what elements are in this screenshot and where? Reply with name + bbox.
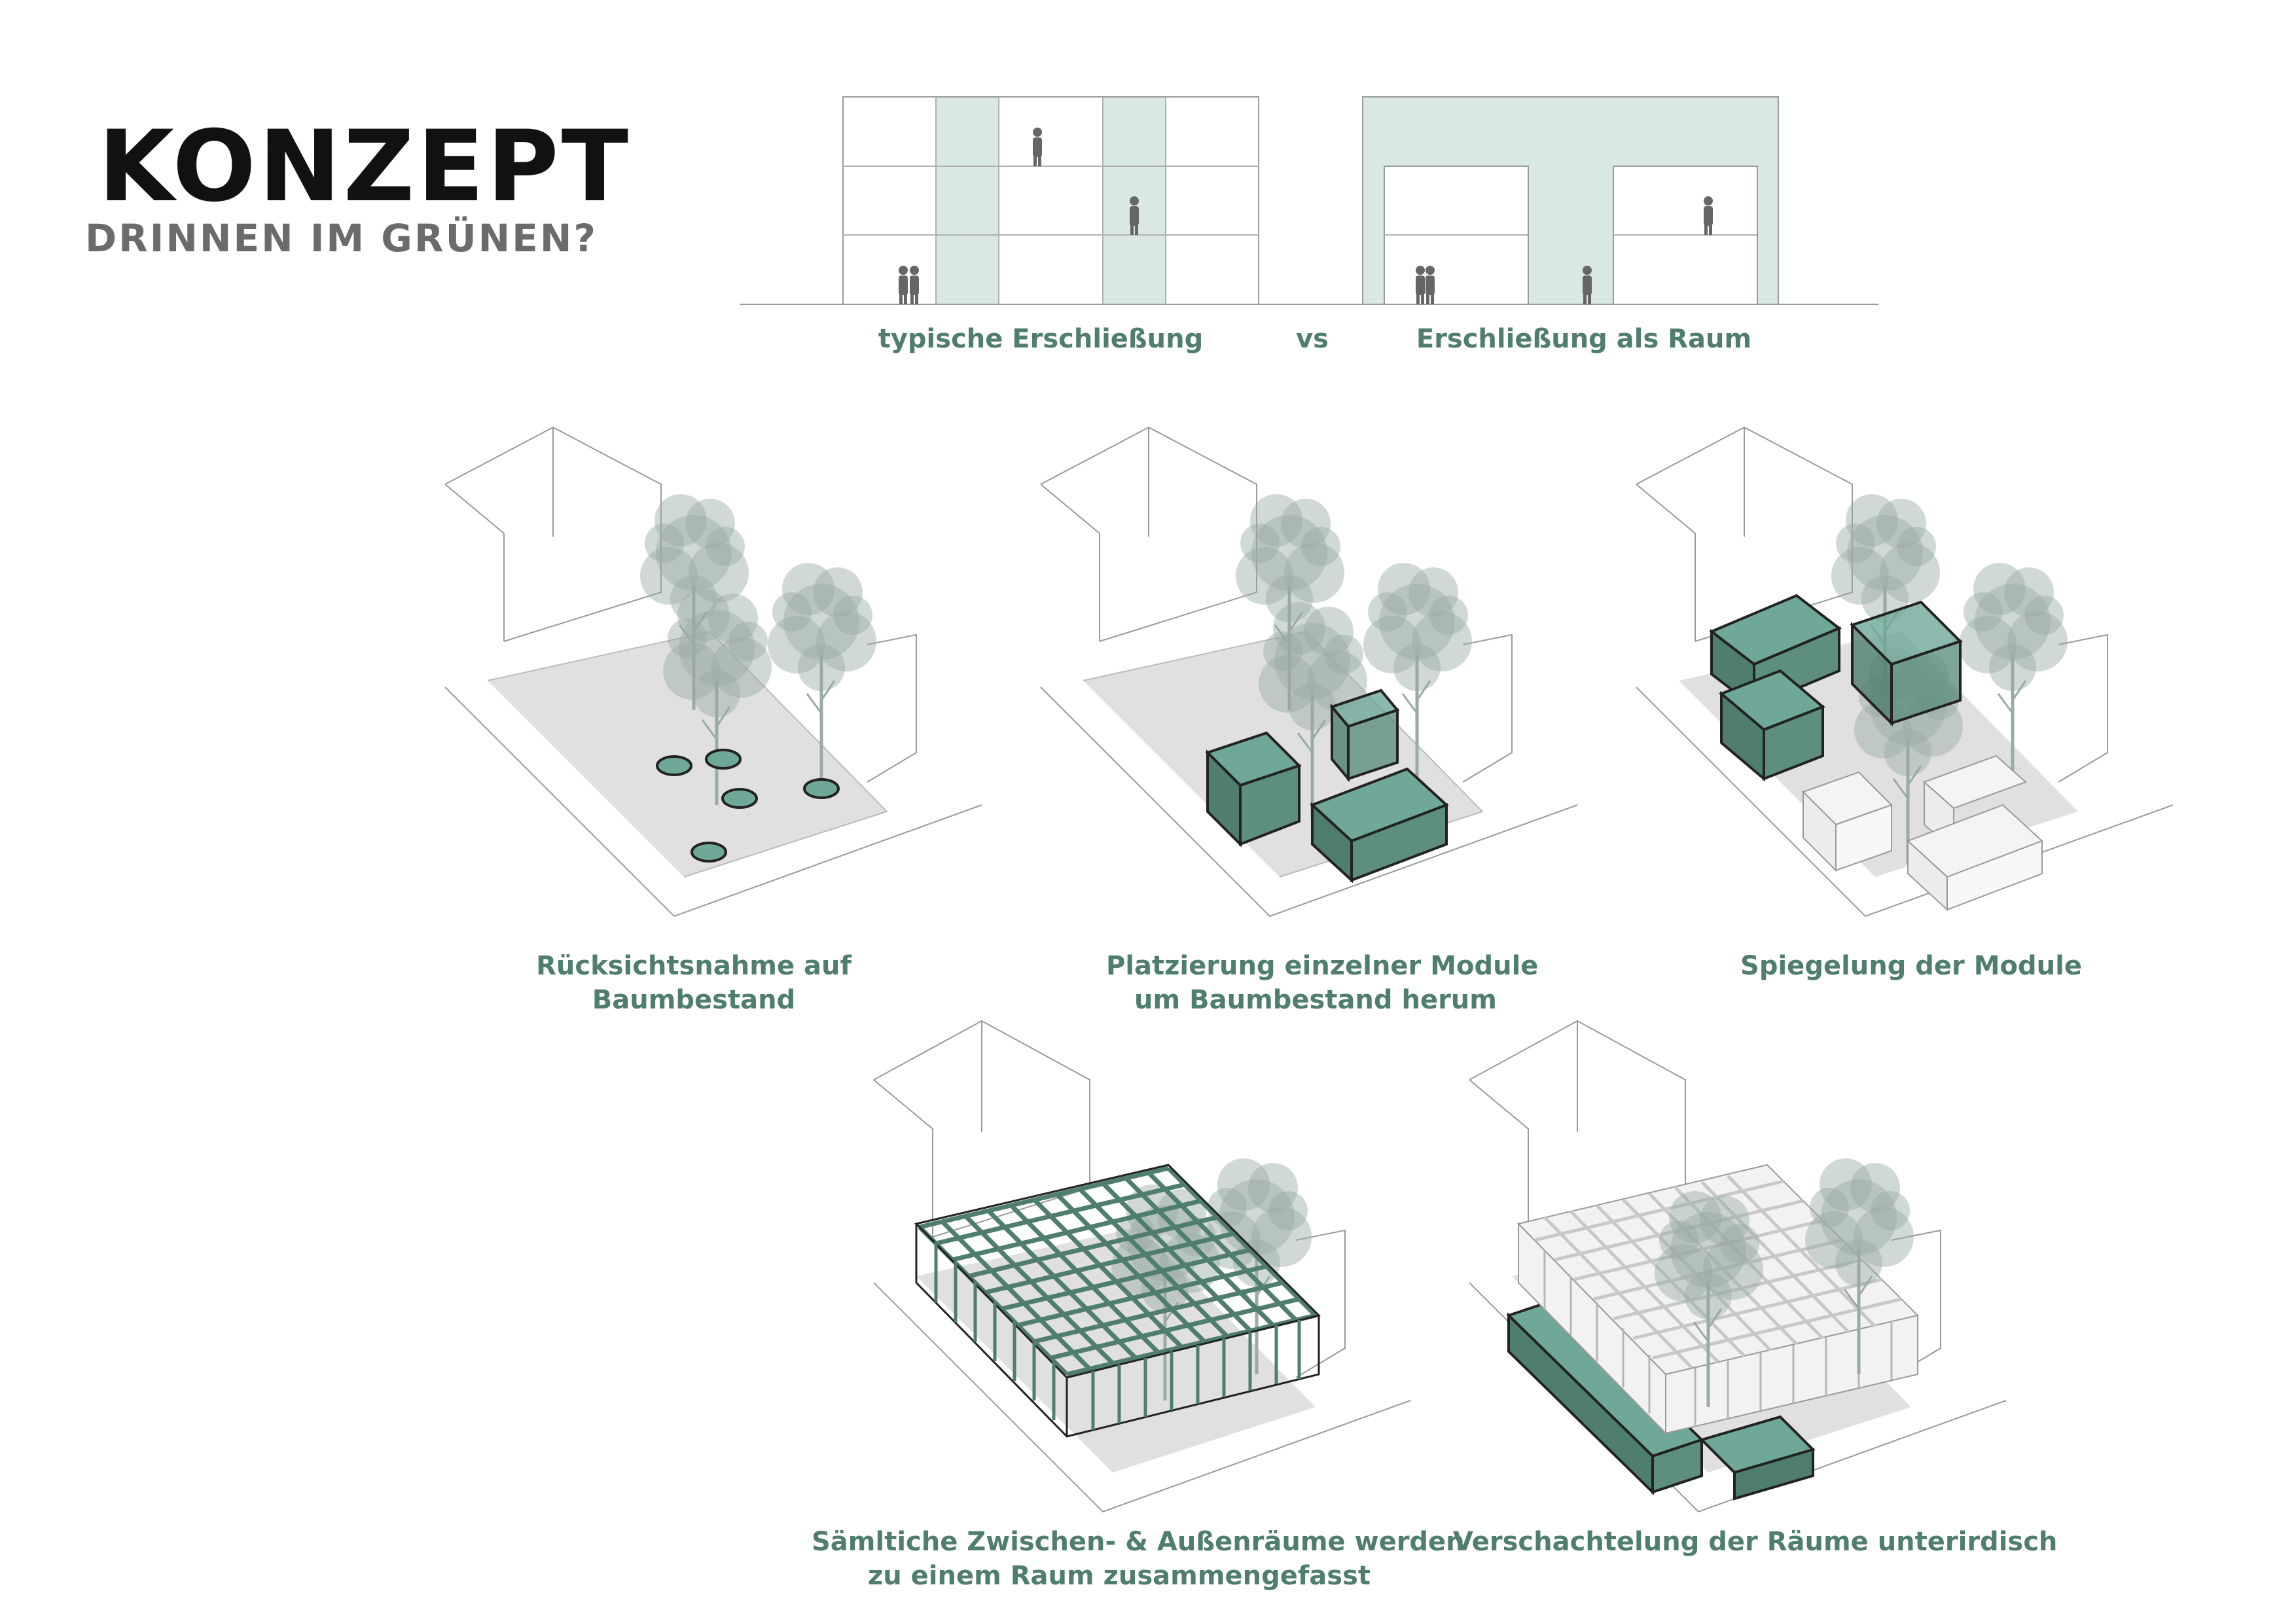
label-typical-access: typische Erschließung [878,324,1204,354]
frame-grid [914,1164,1321,1438]
caption-line: Verschachtelung der Räume unterirdisch [1453,1527,2058,1557]
module-box [1709,594,1963,782]
label-access-as-space: Erschließung als Raum [1416,324,1752,354]
caption-line: Baumbestand [592,985,796,1015]
elevation-space [1362,96,1779,305]
caption-step-4: Sämltiche Zwischen- & Außenräume werden … [812,1525,1465,1593]
mirrored-module-box [1802,755,2043,912]
caption-line: zu einem Raum zusammengefasst [867,1561,1371,1591]
caption-line: Spiegelung der Module [1740,951,2082,981]
label-vs: vs [1296,324,1329,354]
elevation-typical [740,96,1878,305]
caption-line: Sämltiche Zwischen- & Außenräume werden [812,1527,1465,1557]
panel-module-placement [1040,426,1578,918]
panel-tree-consideration [444,426,982,918]
caption-line: Rücksichtsnahme auf [536,951,852,981]
tree-pit-icon [656,749,840,863]
caption-line: Platzierung einzelner Module [1106,951,1539,981]
panel-underground-nesting [1469,1020,2007,1513]
caption-step-5: Verschachtelung der Räume unterirdisch [1453,1525,2058,1559]
module-box [1205,688,1449,883]
caption-step-2: Platzierung einzelner Module um Baumbest… [1106,949,1539,1017]
caption-line: um Baumbestand herum [1134,985,1497,1015]
caption-step-1: Rücksichtsnahme auf Baumbestand [497,949,890,1017]
page-subtitle: DRINNEN IM GRÜNEN? [85,216,598,260]
panel-module-mirroring [1636,426,2174,918]
page-title: KONZEPT [98,110,632,224]
caption-step-3: Spiegelung der Module [1715,949,2108,983]
panel-unified-space [873,1020,1411,1513]
